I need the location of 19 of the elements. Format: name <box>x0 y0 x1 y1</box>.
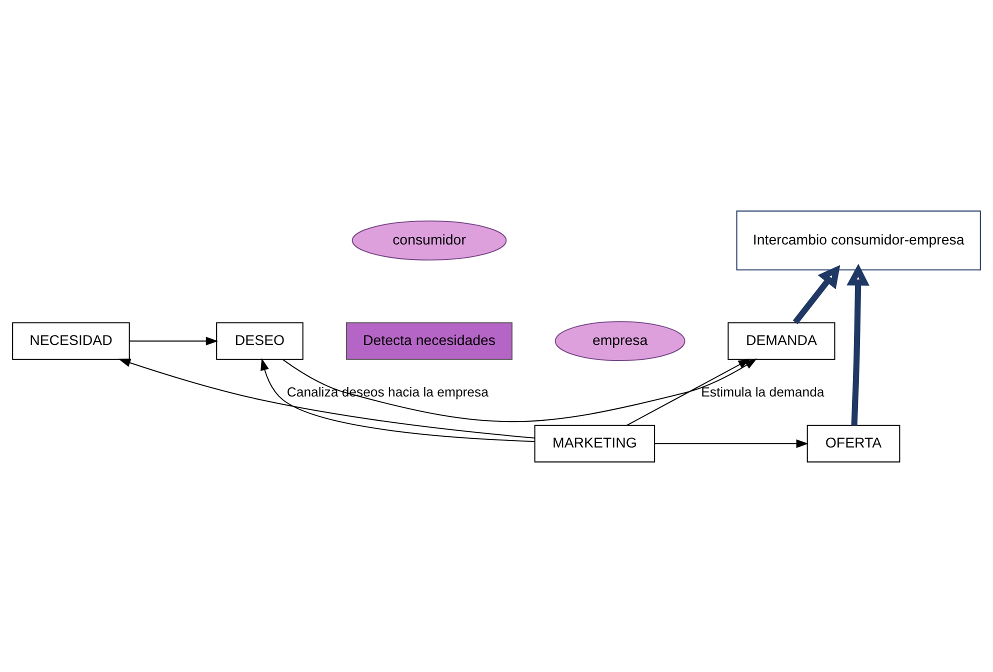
edge-label: Canaliza deseos hacia la empresa <box>286 384 488 399</box>
arrow <box>118 358 535 438</box>
arrow <box>846 263 870 425</box>
arrow <box>260 358 535 442</box>
arrow <box>626 358 750 426</box>
node-ellipse: empresa <box>554 320 686 361</box>
node-box: MARKETING <box>534 424 656 462</box>
node-box: DESEO <box>216 322 304 360</box>
node-ellipse: consumidor <box>352 220 507 260</box>
arrow <box>792 264 840 324</box>
arrow <box>282 358 758 422</box>
node-box: Intercambio consumidor-empresa <box>736 210 981 270</box>
arrow <box>130 336 218 345</box>
node-box: DEMANDA <box>728 322 836 360</box>
node-box: Detecta necesidades <box>346 322 512 360</box>
arrow <box>654 438 808 448</box>
node-box: NECESIDAD <box>12 322 130 360</box>
edge-label: Estimula la demanda <box>701 384 824 399</box>
node-box: OFERTA <box>806 424 900 462</box>
